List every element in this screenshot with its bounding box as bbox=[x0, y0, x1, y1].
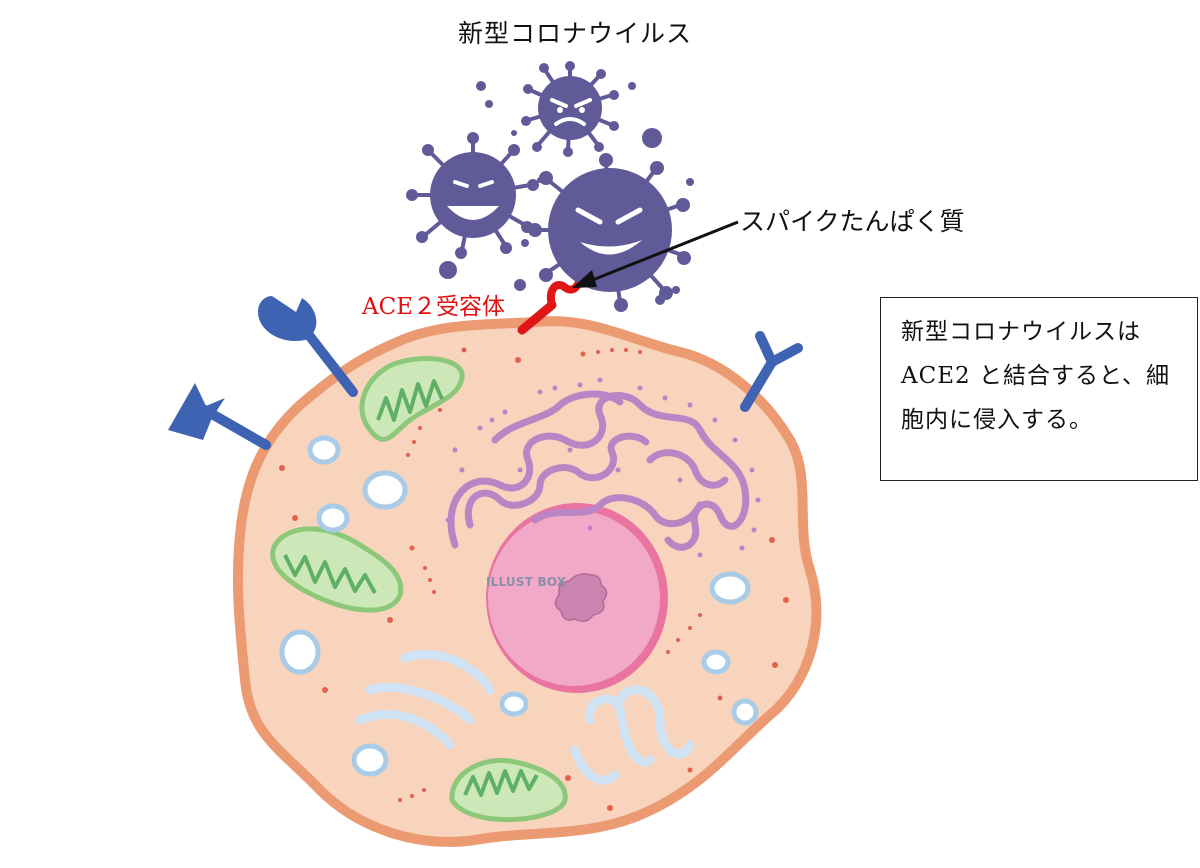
cell bbox=[232, 316, 822, 847]
golgi-apparatus bbox=[447, 390, 750, 551]
explanation-box: 新型コロナウイルスは ACE2 と結合すると、細 胞内に侵入する。 bbox=[880, 297, 1198, 481]
spike-protein-label: スパイクたんぱく質 bbox=[740, 207, 965, 236]
virus-left bbox=[406, 132, 539, 259]
watermark: ILLUST BOX bbox=[486, 575, 567, 589]
ace2-receptor-label: ACE２受容体 bbox=[362, 294, 505, 320]
vesicles bbox=[279, 435, 759, 777]
blue-receptor-arrow bbox=[168, 383, 271, 450]
mitochondrion-bottom bbox=[449, 758, 568, 823]
ace2-receptor bbox=[517, 280, 582, 335]
nucleolus bbox=[554, 573, 608, 622]
blue-receptor-pacman bbox=[258, 296, 358, 397]
smooth-er bbox=[355, 649, 695, 785]
diagram-title: 新型コロナウイルス bbox=[457, 19, 692, 48]
explanation-line: 胞内に侵入する。 bbox=[901, 407, 1093, 433]
mitochondrion-top bbox=[359, 356, 465, 442]
virus-particles bbox=[439, 81, 694, 305]
ribosome-dots bbox=[445, 377, 761, 558]
blue-receptor-y bbox=[740, 331, 803, 412]
explanation-line: 新型コロナウイルスは bbox=[901, 319, 1141, 345]
spike-arrow bbox=[572, 220, 739, 288]
virus-small bbox=[521, 61, 619, 157]
cytoplasm-dots bbox=[279, 347, 789, 811]
nucleus bbox=[486, 503, 668, 693]
explanation-line: ACE2 と結合すると、細 bbox=[901, 363, 1171, 389]
